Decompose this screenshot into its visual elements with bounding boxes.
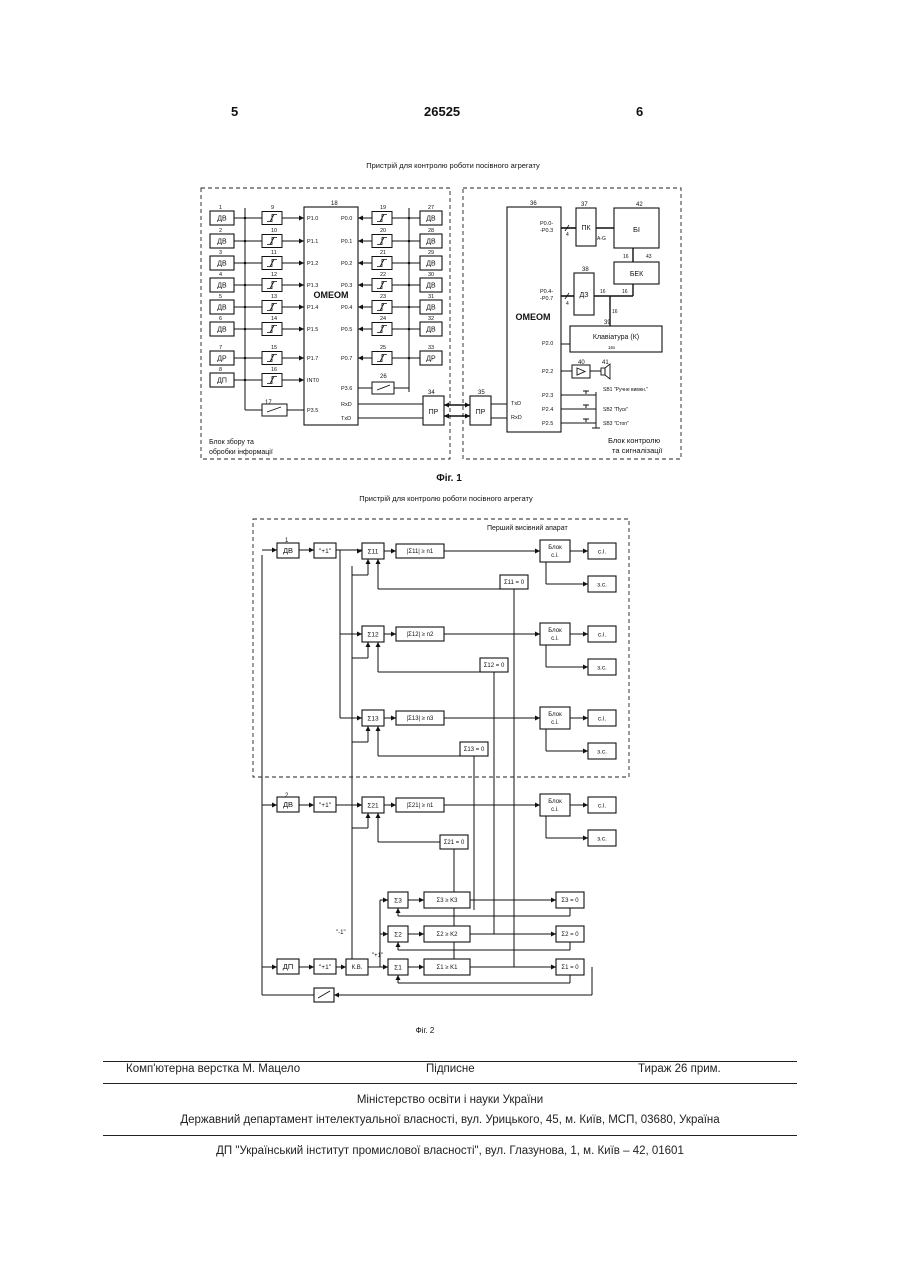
blok-label-2: Блок	[548, 628, 562, 634]
zero-top-2-label: Σ12 = 0	[484, 663, 505, 669]
cmp-bottom-1-label: Σ3 ≥ K3	[436, 898, 458, 904]
cmp-top-2-label: |Σ12| ≥ n2	[407, 632, 434, 638]
blok-si-sub-1: с.і.	[551, 553, 559, 559]
figure-2: Пристрій для контролю роботи посівного а…	[0, 0, 901, 1055]
footer-rule-1	[103, 1061, 797, 1062]
zero-bottom-1-label: Σ3 = 0	[561, 898, 579, 904]
zero-top-1-label: Σ11 = 0	[504, 580, 525, 586]
footer-rule-3	[103, 1135, 797, 1136]
zero-21-label: Σ21 = 0	[444, 840, 465, 846]
blok-si-sub-4: с.і.	[551, 807, 559, 813]
zs-out-4-label: з.с.	[597, 835, 607, 842]
si-out-1-label: с.і.	[598, 547, 607, 555]
department: Державний департамент інтелектуальної вл…	[103, 1114, 797, 1126]
dv2-label: ДВ	[283, 800, 293, 809]
sum-21-label: Σ21	[367, 802, 379, 809]
plus-one-2-label: "+1"	[319, 802, 332, 809]
figure-2-caption: Фіг. 2	[416, 1026, 435, 1035]
si-out-4-label: с.і.	[598, 801, 607, 809]
kv-label: К.В.	[352, 965, 363, 971]
figure-2-diagram: Пристрій для контролю роботи посівного а…	[0, 0, 901, 1050]
dp-label: ДП	[283, 962, 293, 971]
cmp-bottom-3-label: Σ1 ≥ K1	[436, 965, 458, 971]
blok-label-4: Блок	[548, 799, 562, 805]
blok-si-sub-3: с.і.	[551, 720, 559, 726]
zero-bottom-3-label: Σ1 = 0	[561, 965, 579, 971]
group-label: Перший висівний апарат	[487, 524, 568, 532]
print-run: Тираж 26 прим.	[638, 1063, 721, 1075]
plus-one-1-label: "+1"	[319, 548, 332, 555]
typeset-credit: Комп'ютерна верстка М. Мацело	[126, 1063, 300, 1075]
footer-rule-2	[103, 1083, 797, 1084]
plus-one-label-b: "+1"	[372, 953, 383, 959]
si-out-3-label: с.і.	[598, 714, 607, 722]
si-out-2-label: с.і.	[598, 630, 607, 638]
minus-one-label: "-1"	[336, 930, 346, 936]
cmp-top-3-label: |Σ13| ≥ n3	[407, 716, 434, 722]
sum-bottom-3-label: Σ1	[394, 964, 402, 971]
figure-2-title: Пристрій для контролю роботи посівного а…	[359, 494, 533, 503]
blok-label-1: Блок	[548, 545, 562, 551]
zs-out-3-label: з.с.	[597, 748, 607, 755]
institute: ДП "Український інститут промислової вла…	[103, 1145, 797, 1157]
blok-label-3: Блок	[548, 712, 562, 718]
ministry: Міністерство освіти і науки України	[103, 1094, 797, 1106]
zero-top-3-label: Σ13 = 0	[464, 747, 485, 753]
zs-out-2-label: з.с.	[597, 664, 607, 671]
dv1-label: ДВ	[283, 546, 293, 555]
plus-one-3-label: "+1"	[319, 964, 332, 971]
signed-label: Підписне	[426, 1063, 475, 1075]
cmp-top-1-label: |Σ11| ≥ n1	[407, 549, 434, 555]
zero-bottom-2-label: Σ2 = 0	[561, 932, 579, 938]
sum-bottom-2-label: Σ2	[394, 931, 402, 938]
cmp-bottom-2-label: Σ2 ≥ K2	[436, 932, 458, 938]
zs-out-1-label: з.с.	[597, 581, 607, 588]
sum-top-2-label: Σ12	[367, 631, 379, 638]
blok-si-sub-2: с.і.	[551, 636, 559, 642]
sum-top-1-label: Σ11	[368, 548, 379, 555]
sum-bottom-1-label: Σ3	[394, 897, 402, 904]
sum-top-3-label: Σ13	[367, 715, 379, 722]
cmp-21-label: |Σ21| ≥ n1	[407, 803, 434, 809]
